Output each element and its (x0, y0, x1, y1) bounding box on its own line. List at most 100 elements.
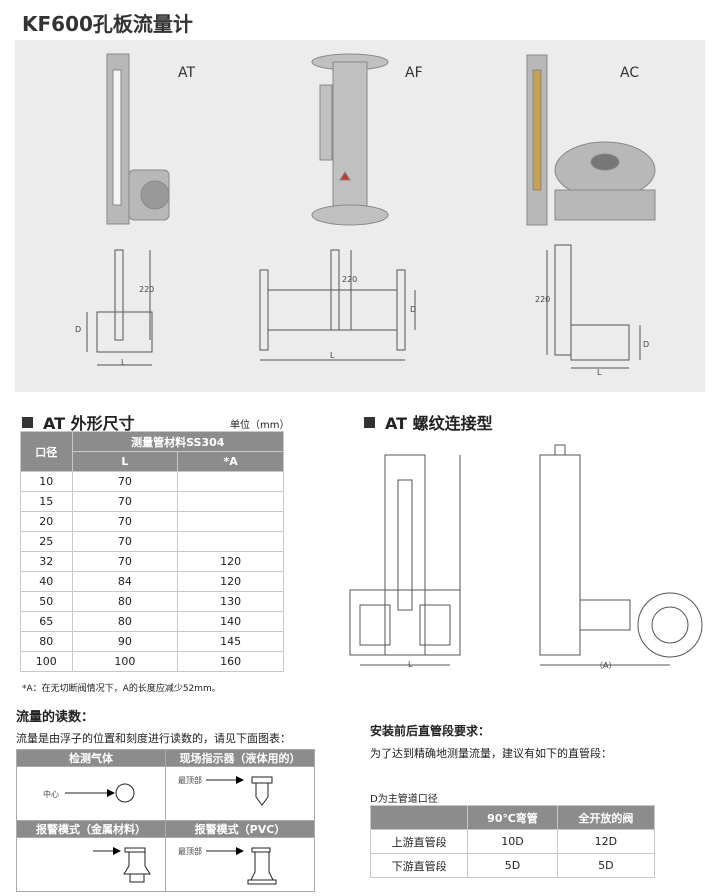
cell: 160 (177, 651, 284, 672)
cell: 15 (20, 491, 73, 512)
model-label-ac: AC (620, 65, 640, 81)
thread-dim-a: （A） (595, 661, 617, 670)
gas-cell: 中心 (16, 766, 166, 821)
dim-d-ac: D (643, 340, 650, 349)
cell: 70 (71, 511, 179, 532)
reading-desc: 流量是由浮子的位置和刻度进行读数的，请见下面图表： (16, 732, 291, 745)
top-label: 最顶部 (178, 776, 202, 785)
alarm-pvc-cell: 最顶部 (165, 837, 315, 892)
req-header-elbow: 90℃弯管 (467, 805, 558, 830)
af-photo (311, 53, 389, 226)
cell (177, 511, 284, 532)
cell: 70 (71, 531, 179, 552)
header-bore: 口径 (20, 431, 73, 472)
reading-table: 检测气体现场指示器（液体用的） 中心 最顶部 报警模式（金属材料）报警模式（PV… (16, 749, 315, 892)
dim-l-ac: L (597, 368, 602, 377)
ac-photo (526, 54, 656, 226)
at-photo (106, 53, 170, 225)
install-note: D为主管道口径 (370, 794, 438, 805)
cell: 80 (71, 591, 179, 612)
install-desc: 为了达到精确地测量流量，建议有如下的直管段： (370, 747, 612, 760)
cell: 70 (71, 471, 179, 492)
product-image-panel: AT AF AC D L 220 L D 220 220 L D (15, 40, 705, 392)
dim-l: L (121, 358, 126, 367)
cell: 120 (177, 571, 284, 592)
cell: 145 (177, 631, 284, 652)
dim-h-ac: 220 (535, 295, 551, 304)
cell: 90 (71, 631, 179, 652)
cell: 12D (556, 829, 656, 854)
table-note: *A：在无切断阀情况下，A的长度应减少52mm。 (22, 684, 221, 694)
cell: 130 (177, 591, 284, 612)
page-title: KF600孔板流量计 (22, 12, 193, 36)
cell: 25 (20, 531, 73, 552)
liquid-cell: 最顶部 (165, 766, 315, 821)
cell: 5D (467, 853, 558, 878)
top-label-pvc: 最顶部 (178, 847, 202, 856)
dim-d-af: D (410, 305, 417, 314)
header-a: *A (177, 451, 284, 472)
cell: 120 (177, 551, 284, 572)
cell (177, 471, 284, 492)
cell: 70 (71, 491, 179, 512)
install-heading: 安装前后直管段要求： (370, 724, 491, 738)
thread-heading: AT 螺纹连接型 (364, 410, 493, 434)
reading-header-alarm-pvc: 报警模式（PVC） (165, 820, 315, 838)
cell (177, 531, 284, 552)
cell: 20 (20, 511, 73, 532)
cell: 65 (20, 611, 73, 632)
dim-h: 220 (139, 285, 155, 294)
cell: 10D (467, 829, 558, 854)
req-header-valve: 全开放的阀 (556, 805, 656, 830)
cell: 100 (20, 651, 73, 672)
req-header-blank (369, 805, 469, 830)
cell: 上游直管段 (369, 829, 469, 854)
thread-drawing (349, 444, 703, 666)
cell: 5D (556, 853, 656, 878)
cell: 100 (71, 651, 179, 672)
unit-label: 单位（mm） (230, 420, 290, 431)
header-material: 测量管材料SS304 (71, 431, 285, 452)
cell: 140 (177, 611, 284, 632)
cell: 70 (71, 551, 179, 572)
cell: 84 (71, 571, 179, 592)
thread-dim-l: L (408, 660, 413, 669)
model-label-af: AF (405, 65, 423, 81)
dim-d: D (75, 325, 82, 334)
dimension-drawings (86, 244, 641, 369)
cell (177, 491, 284, 512)
reading-heading: 流量的读数： (16, 710, 95, 725)
cell: 下游直管段 (369, 853, 469, 878)
product-drawings (86, 53, 656, 369)
cell: 10 (20, 471, 73, 492)
alarm-metal-cell (16, 837, 166, 892)
at-dims-heading: AT 外形尺寸 (22, 410, 135, 434)
cell: 80 (20, 631, 73, 652)
model-label-at: AT (178, 65, 196, 81)
reading-header-alarm-metal: 报警模式（金属材料） (16, 820, 166, 838)
cell: 40 (20, 571, 73, 592)
dim-l-af: L (330, 351, 335, 360)
cell: 80 (71, 611, 179, 632)
header-l: L (71, 451, 179, 472)
cell: 50 (20, 591, 73, 612)
dim-h-af: 220 (342, 275, 358, 284)
center-label: 中心 (43, 790, 59, 799)
reading-header-gas: 检测气体 (16, 749, 166, 767)
cell: 32 (20, 551, 73, 572)
reading-header-liquid: 现场指示器（液体用的） (165, 749, 315, 767)
